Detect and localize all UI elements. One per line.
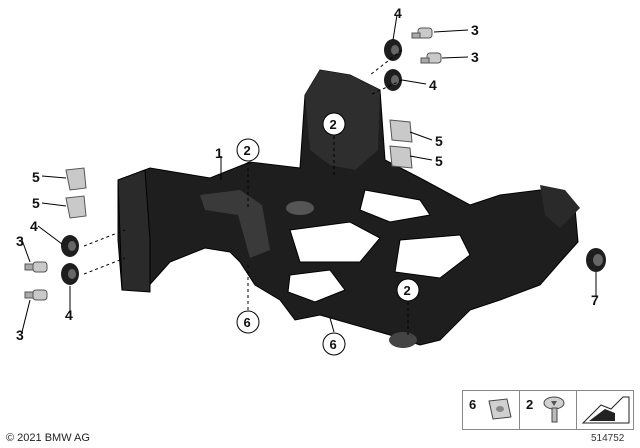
screw-upper-2 (420, 52, 442, 64)
callout-4-d: 4 (65, 307, 73, 323)
callout-3-c: 3 (16, 233, 24, 249)
callout-circle-2-b: 2 (322, 112, 346, 136)
torx-screw-icon (543, 396, 565, 423)
leader-lines (21, 14, 597, 335)
main-bracket (117, 69, 580, 348)
grommet-upper-1 (384, 39, 402, 61)
legend-cell-clip-nut: 6 (463, 391, 520, 429)
callout-3-a: 3 (471, 22, 479, 38)
callout-1: 1 (215, 145, 223, 161)
grommet-left-1 (61, 235, 79, 257)
diagram-reference-number: 514752 (591, 433, 625, 444)
legend-item-2: 2 (526, 397, 534, 412)
callout-5-a: 5 (32, 169, 40, 185)
clip-nut-left-2 (65, 195, 87, 219)
callout-3-d: 3 (16, 327, 24, 343)
screw-upper-1 (411, 27, 433, 39)
clip-nut-icon (488, 398, 512, 420)
callout-2-c: 2 (404, 283, 411, 298)
screw-left-2 (24, 289, 48, 301)
screw-left-1 (24, 261, 48, 273)
callout-circle-6-b: 6 (322, 332, 346, 356)
grommet-right (586, 248, 606, 272)
callout-7: 7 (591, 292, 599, 308)
callout-3-b: 3 (471, 49, 479, 65)
legend-cell-direction (577, 391, 633, 429)
clip-nut-right-1 (389, 119, 413, 143)
callout-4-c: 4 (30, 218, 38, 234)
legend-cell-screw: 2 (520, 391, 577, 429)
copyright-text: © 2021 BMW AG (6, 432, 90, 444)
callout-2-a: 2 (244, 143, 251, 158)
callout-5-d: 5 (435, 153, 443, 169)
callout-6-b: 6 (330, 337, 337, 352)
callout-5-b: 5 (32, 195, 40, 211)
callout-circle-2-a: 2 (236, 138, 260, 162)
callout-6-a: 6 (244, 315, 251, 330)
callout-4-b: 4 (429, 77, 437, 93)
callout-2-b: 2 (330, 117, 337, 132)
callout-circle-6-a: 6 (236, 310, 260, 334)
legend-item-6: 6 (469, 397, 477, 412)
callout-circle-2-c: 2 (396, 278, 420, 302)
clip-nut-left-1 (65, 167, 87, 191)
clip-nut-right-2 (389, 145, 413, 169)
grommet-upper-2 (384, 69, 402, 91)
direction-arrow-icon (581, 396, 630, 424)
legend-box: 6 2 (462, 390, 634, 430)
grommet-left-2 (61, 263, 79, 285)
callout-4-a: 4 (394, 5, 402, 21)
callout-5-c: 5 (435, 133, 443, 149)
